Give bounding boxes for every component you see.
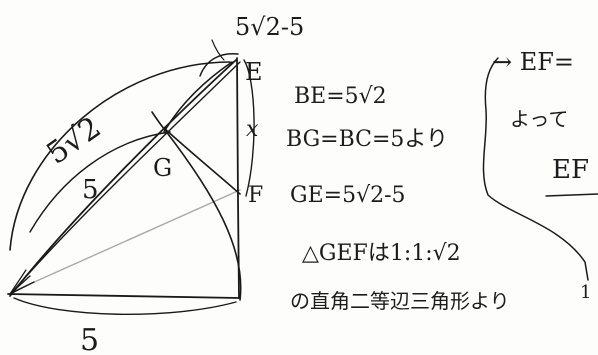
label-point-g: G: [153, 154, 172, 182]
work-line-1: BE=5√2: [294, 84, 387, 109]
work-line-5: の直角二等辺三角形より: [290, 289, 510, 313]
arc-be-length: [9, 61, 231, 251]
segment-bf: [11, 189, 241, 293]
label-side-x: x: [246, 117, 259, 142]
label-point-f: F: [248, 183, 263, 208]
segment-ge: [163, 61, 233, 133]
work-line-4: △GEFは1:1:√2: [302, 241, 461, 266]
brace-x: [243, 59, 255, 197]
right-line-3: EF: [552, 155, 589, 185]
label-inner-length: 5: [82, 175, 99, 205]
vertex-b-strokes: [9, 269, 35, 295]
brace-ge: [199, 52, 239, 77]
segment-be-retrace: [13, 61, 241, 291]
leader-top: [211, 39, 225, 61]
label-diag-length: 5√2: [40, 110, 107, 172]
segment-gf: [163, 127, 241, 195]
label-point-e: E: [245, 58, 263, 86]
work-line-3: GE=5√2-5: [290, 183, 406, 208]
right-line-2: よって: [510, 107, 568, 131]
arc-c-to-g: [151, 111, 242, 301]
label-bottom-length: 5: [80, 323, 99, 355]
ef-underline: [545, 193, 598, 197]
separator-curve: [482, 57, 589, 281]
segment-be: [9, 59, 237, 297]
arc-bg-length: [29, 131, 171, 233]
right-line-1: → EF=: [492, 48, 574, 76]
segment-bc: [7, 293, 241, 299]
page-number: 1: [580, 282, 591, 303]
brace-bottom: [13, 297, 237, 316]
work-line-2: BG=BC=5より: [286, 127, 448, 152]
label-top-length: 5√2-5: [235, 13, 304, 41]
